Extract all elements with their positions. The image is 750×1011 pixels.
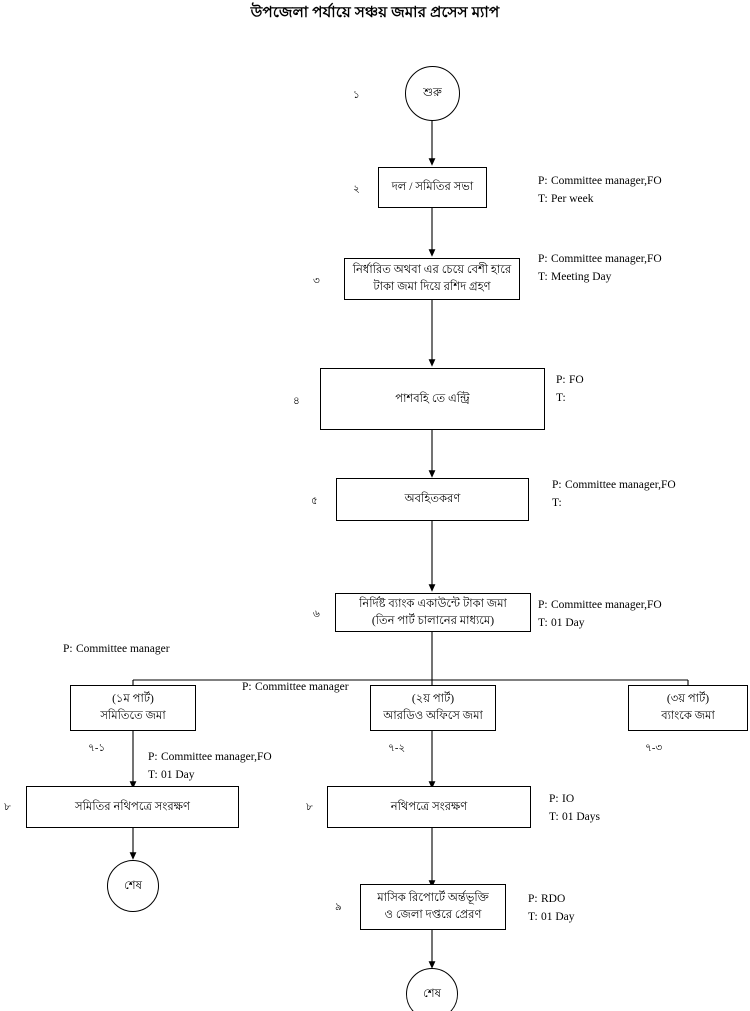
- step-number-1: ১: [353, 90, 360, 101]
- annotation-step-4-t-key: T:: [556, 391, 566, 404]
- annotation-step-3-t-key: T:: [538, 270, 548, 283]
- annotation-step-4-p-value: FO: [569, 374, 584, 386]
- step-number-8-left: ৮: [4, 802, 11, 813]
- annotation-step-3-p-key: P:: [538, 253, 548, 265]
- annotation-step-2-p-value: Committee manager,FO: [551, 175, 662, 187]
- annotation-step-8-mid-p-value: IO: [562, 793, 575, 805]
- step-number-7-3: ৭-৩: [645, 743, 663, 754]
- node-meeting-line1: দল / সমিতির সভা: [391, 181, 474, 194]
- annotation-step-9: P:RDO T:01 Day: [528, 891, 575, 927]
- node-start-label: শুরু: [423, 87, 442, 99]
- annotation-step-6: P:Committee manager,FO T:01 Day: [538, 597, 662, 633]
- node-society-record-keeping[interactable]: সমিতির নথিপত্রে সংরক্ষণ: [26, 786, 239, 828]
- node-part2-rdo-office-line2: আরডিও অফিসে জমা: [383, 710, 483, 722]
- node-passbook-entry[interactable]: পাশবহি তে এন্ট্রি: [320, 368, 545, 430]
- node-bank-deposit[interactable]: নির্দিষ্ট ব্যাংক একাউন্টে টাকা জমা (তিন …: [335, 593, 531, 632]
- annotation-step-9-p-key: P:: [528, 893, 538, 905]
- annotation-step-7-2-p-key: P:: [242, 681, 252, 693]
- node-society-record-keeping-line1: সমিতির নথিপত্রে সংরক্ষণ: [75, 800, 190, 813]
- node-bank-deposit-line2: (তিন পার্ট চালানের মাধ্যমে): [371, 614, 495, 627]
- annotation-step-8-left-p-value: Committee manager,FO: [161, 751, 272, 763]
- annotation-step-4: P:FO T:: [556, 372, 584, 408]
- node-end-left-label: শেষ: [124, 879, 142, 892]
- node-end-left[interactable]: শেষ: [107, 860, 159, 912]
- annotation-step-9-t-value: 01 Day: [541, 910, 575, 923]
- annotation-step-2-t-value: Per week: [551, 192, 594, 205]
- node-deposit-receipt[interactable]: নির্ধারিত অথবা এর চেয়ে বেশী হারে টাকা জ…: [344, 258, 520, 300]
- annotation-step-3: P:Committee manager,FO T:Meeting Day: [538, 251, 662, 287]
- annotation-step-6-p-key: P:: [538, 599, 548, 611]
- node-part3-bank[interactable]: (৩য় পার্ট) ব্যাংকে জমা: [628, 685, 748, 731]
- node-end-mid[interactable]: শেষ: [406, 968, 458, 1011]
- node-part1-society-line1: (১ম পার্ট): [112, 693, 154, 706]
- annotation-step-2-t-key: T:: [538, 192, 548, 205]
- step-number-8-mid: ৮: [306, 802, 313, 813]
- node-meeting[interactable]: দল / সমিতির সভা: [378, 167, 487, 208]
- annotation-step-8-mid-t-value: 01 Days: [562, 810, 601, 823]
- node-notification[interactable]: অবহিতকরণ: [336, 478, 529, 521]
- annotation-step-4-p-key: P:: [556, 374, 566, 386]
- node-bank-deposit-line1: নির্দিষ্ট ব্যাংক একাউন্টে টাকা জমা: [359, 597, 507, 610]
- annotation-step-6-t-value: 01 Day: [551, 616, 585, 629]
- annotation-step-5-t-key: T:: [552, 496, 562, 509]
- node-record-keeping-line1: নথিপত্রে সংরক্ষণ: [390, 800, 468, 813]
- annotation-step-3-t-value: Meeting Day: [551, 270, 612, 283]
- annotation-step-2-p-key: P:: [538, 175, 548, 187]
- node-part1-society-line2: সমিতিতে জমা: [100, 710, 166, 722]
- annotation-step-9-p-value: RDO: [541, 893, 566, 905]
- node-part3-bank-line1: (৩য় পার্ট): [666, 693, 710, 706]
- node-deposit-receipt-line2: টাকা জমা দিয়ে রশিদ গ্রহণ: [373, 281, 491, 293]
- step-number-2: ২: [353, 184, 360, 195]
- node-notification-line1: অবহিতকরণ: [404, 493, 461, 506]
- node-passbook-entry-line1: পাশবহি তে এন্ট্রি: [395, 392, 470, 405]
- annotation-step-9-t-key: T:: [528, 910, 538, 923]
- annotation-step-5-p-value: Committee manager,FO: [565, 479, 676, 491]
- annotation-step-8-left-t-value: 01 Day: [161, 768, 195, 781]
- annotation-step-5-p-key: P:: [552, 479, 562, 491]
- annotation-step-7-1-p-value: Committee manager: [76, 643, 170, 655]
- node-deposit-receipt-line1: নির্ধারিত অথবা এর চেয়ে বেশী হারে: [352, 264, 512, 277]
- annotation-step-8-mid-t-key: T:: [549, 810, 559, 823]
- node-monthly-report-line1: মাসিক রিপোর্টে অর্ন্তভূক্তি: [377, 892, 489, 905]
- annotation-step-7-1: P:Committee manager: [63, 641, 170, 659]
- page-title: উপজেলা পর্যায়ে সঞ্চয় জমার প্রসেস ম্যাপ: [250, 5, 500, 21]
- annotation-step-5: P:Committee manager,FO T:: [552, 477, 676, 513]
- annotation-step-7-2: P:Committee manager: [242, 679, 349, 697]
- step-number-6: ৬: [313, 609, 320, 620]
- annotation-step-6-t-key: T:: [538, 616, 548, 629]
- step-number-4: ৪: [293, 396, 300, 407]
- node-part3-bank-line2: ব্যাংকে জমা: [661, 710, 715, 722]
- step-number-9: ৯: [335, 902, 342, 913]
- annotation-step-2: P:Committee manager,FO T:Per week: [538, 173, 662, 209]
- annotation-step-7-1-p-key: P:: [63, 643, 73, 655]
- step-number-7-2: ৭-২: [388, 743, 406, 754]
- annotation-step-7-2-p-value: Committee manager: [255, 681, 349, 693]
- node-monthly-report[interactable]: মাসিক রিপোর্টে অর্ন্তভূক্তি ও জেলা দপ্তর…: [360, 884, 506, 930]
- node-monthly-report-line2: ও জেলা দপ্তরে প্রেরণ: [384, 909, 482, 921]
- annotation-step-3-p-value: Committee manager,FO: [551, 253, 662, 265]
- step-number-3: ৩: [313, 276, 320, 287]
- node-part2-rdo-office[interactable]: (২য় পার্ট) আরডিও অফিসে জমা: [370, 685, 496, 731]
- node-record-keeping[interactable]: নথিপত্রে সংরক্ষণ: [327, 786, 531, 828]
- annotation-step-8-left-t-key: T:: [148, 768, 158, 781]
- node-part2-rdo-office-line1: (২য় পার্ট): [411, 693, 455, 706]
- step-number-5: ৫: [311, 496, 318, 507]
- annotation-step-6-p-value: Committee manager,FO: [551, 599, 662, 611]
- annotation-step-8-left-p-key: P:: [148, 751, 158, 763]
- annotation-step-8-left: P:Committee manager,FO T:01 Day: [148, 749, 272, 785]
- annotation-step-8-mid: P:IO T:01 Days: [549, 791, 600, 827]
- node-end-mid-label: শেষ: [423, 987, 441, 1000]
- node-part1-society[interactable]: (১ম পার্ট) সমিতিতে জমা: [70, 685, 196, 731]
- step-number-7-1: ৭-১: [88, 743, 106, 754]
- node-start[interactable]: শুরু: [405, 66, 460, 121]
- annotation-step-8-mid-p-key: P:: [549, 793, 559, 805]
